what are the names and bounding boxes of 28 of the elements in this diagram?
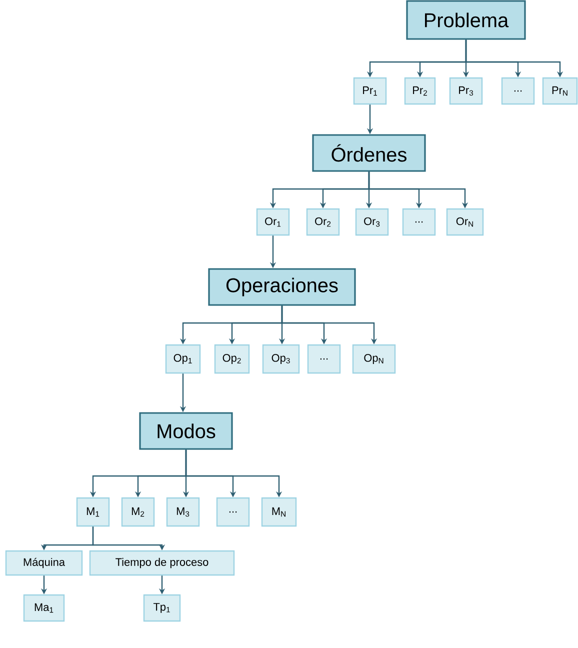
item-box: Or$_{1}$: [256, 208, 290, 236]
item-box: Op$_{3}$: [262, 344, 300, 374]
item-box: ...: [501, 77, 535, 105]
item-box: Máquina: [5, 550, 83, 576]
item-box: Pr$_{N}$: [542, 77, 578, 105]
item-box: ...: [307, 344, 341, 374]
item-box: M$_{1}$: [76, 497, 110, 527]
item-box: Or$_{N}$: [446, 208, 484, 236]
item-box: Tiempo de proceso: [89, 550, 235, 576]
item-box: ...: [402, 208, 436, 236]
level-box: Operaciones: [208, 268, 356, 306]
item-box: Or$_{2}$: [306, 208, 340, 236]
item-box: Pr$_{3}$: [449, 77, 483, 105]
item-box: Pr$_{2}$: [404, 77, 436, 105]
item-box: Op$_{N}$: [352, 344, 396, 374]
level-box: Órdenes: [312, 134, 426, 172]
item-box: M$_{N}$: [261, 497, 297, 527]
level-box: Modos: [139, 412, 233, 450]
item-box: M$_{2}$: [121, 497, 155, 527]
item-box: ...: [216, 497, 250, 527]
item-box: Pr$_{1}$: [353, 77, 387, 105]
item-box: Or$_{3}$: [355, 208, 389, 236]
item-box: Tp$_{1}$: [143, 594, 181, 622]
item-box: Ma$_{1}$: [23, 594, 65, 622]
item-box: Op$_{2}$: [214, 344, 250, 374]
item-box: M$_{3}$: [166, 497, 200, 527]
item-box: Op$_{1}$: [165, 344, 201, 374]
level-box: Problema: [406, 0, 526, 40]
